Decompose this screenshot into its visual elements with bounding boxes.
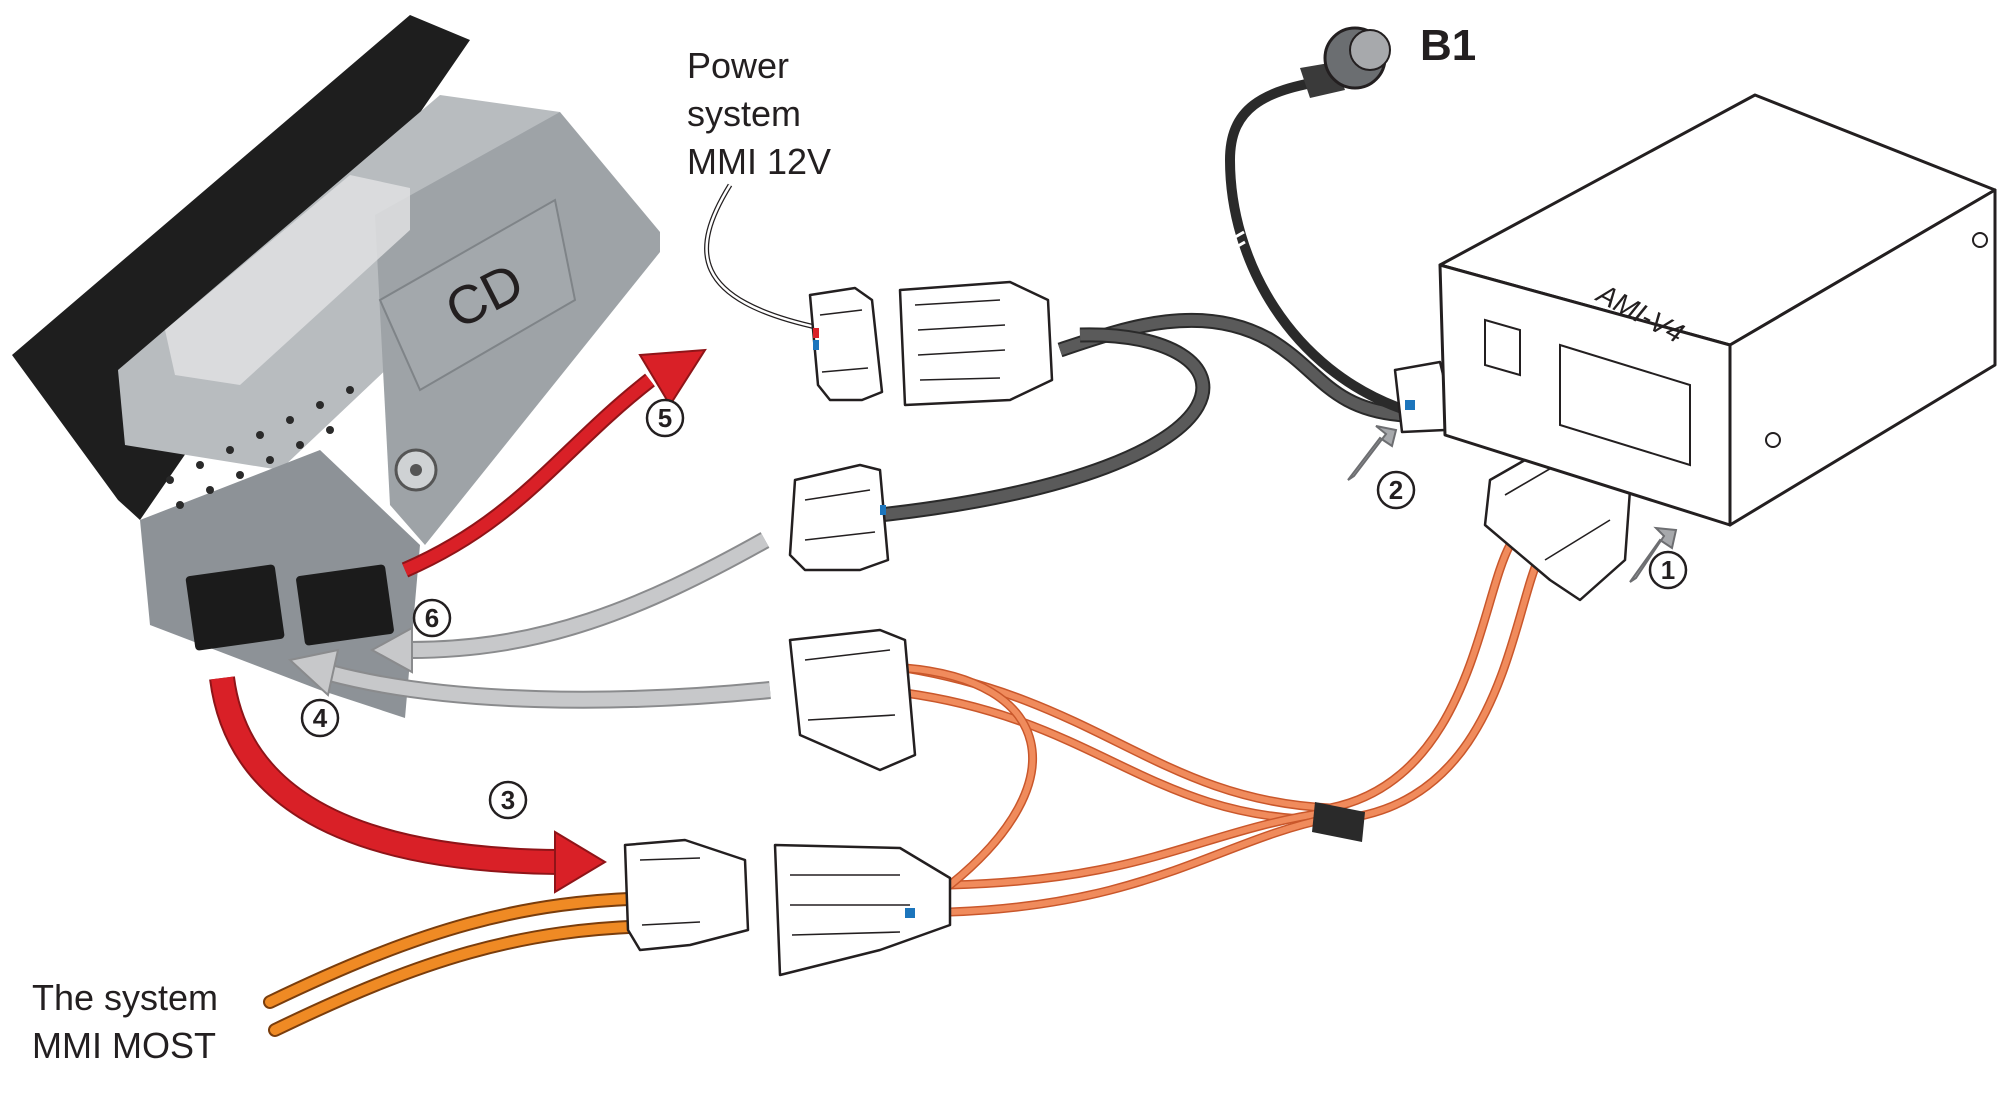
power-system-line-1: Power bbox=[687, 45, 789, 86]
step-2-label: 2 bbox=[1389, 475, 1403, 505]
power-system-line-2: system bbox=[687, 93, 801, 134]
step-1-label: 1 bbox=[1661, 555, 1675, 585]
b1-cable bbox=[1224, 75, 1407, 415]
rear-socket-right[interactable] bbox=[296, 564, 395, 646]
mmi-most-label: The system MMI MOST bbox=[32, 977, 228, 1066]
ami-screw-side bbox=[1972, 232, 1988, 248]
power-connector-female[interactable] bbox=[808, 286, 884, 402]
ami-socket-fiber[interactable] bbox=[1559, 343, 1691, 467]
head-unit-rear bbox=[140, 450, 420, 718]
step-4-label: 4 bbox=[313, 703, 328, 733]
ami-socket-power[interactable] bbox=[1484, 318, 1521, 377]
gray-arrow-2 bbox=[1347, 425, 1398, 481]
power-lead bbox=[704, 183, 821, 331]
most-cables bbox=[263, 891, 667, 1037]
step-1: 1 bbox=[1648, 550, 1688, 590]
ami-v4-module bbox=[1438, 93, 1997, 527]
step-3-label: 3 bbox=[501, 785, 515, 815]
gray-arrow-6 bbox=[409, 532, 770, 659]
rear-socket-left[interactable] bbox=[185, 564, 285, 651]
step-5-label: 5 bbox=[658, 403, 672, 433]
power-system-label: Power system MMI 12V bbox=[687, 45, 831, 182]
head-unit-sticker bbox=[165, 175, 410, 385]
mmi-most-line-1: The system bbox=[32, 977, 218, 1018]
red-arrowhead-3 bbox=[554, 830, 607, 894]
fiber-sleeve bbox=[1312, 802, 1365, 842]
step-6: 6 bbox=[412, 598, 452, 638]
head-unit: CD bbox=[12, 15, 660, 718]
vent-holes bbox=[166, 386, 354, 509]
mmi-most-line-2: MMI MOST bbox=[32, 1025, 216, 1066]
step-3: 3 bbox=[488, 780, 528, 820]
power-system-line-3: MMI 12V bbox=[687, 141, 831, 182]
b1-sensor bbox=[1300, 26, 1391, 98]
ami-harness-plug[interactable] bbox=[1393, 360, 1450, 434]
gray-arrow-1 bbox=[1629, 526, 1678, 583]
most-plug-adapter[interactable] bbox=[773, 843, 952, 977]
red-arrowhead-5 bbox=[638, 348, 707, 407]
gray-arrowhead-6 bbox=[369, 626, 413, 674]
fiber-plug-4[interactable] bbox=[788, 628, 917, 772]
step-4: 4 bbox=[300, 698, 340, 738]
b1-label: B1 bbox=[1420, 21, 1476, 70]
fiber-cables bbox=[900, 540, 1545, 917]
power-connector-male[interactable] bbox=[898, 280, 1054, 407]
ami-screw-front bbox=[1765, 432, 1781, 448]
step-2: 2 bbox=[1376, 470, 1416, 510]
gray-arrowhead-4 bbox=[287, 648, 340, 697]
ami-side bbox=[1728, 188, 1997, 527]
step-5: 5 bbox=[645, 398, 685, 438]
cd-panel bbox=[378, 198, 577, 392]
harness-plug-6[interactable] bbox=[788, 463, 890, 572]
most-plug-vehicle[interactable] bbox=[623, 838, 750, 952]
step-6-label: 6 bbox=[425, 603, 439, 633]
